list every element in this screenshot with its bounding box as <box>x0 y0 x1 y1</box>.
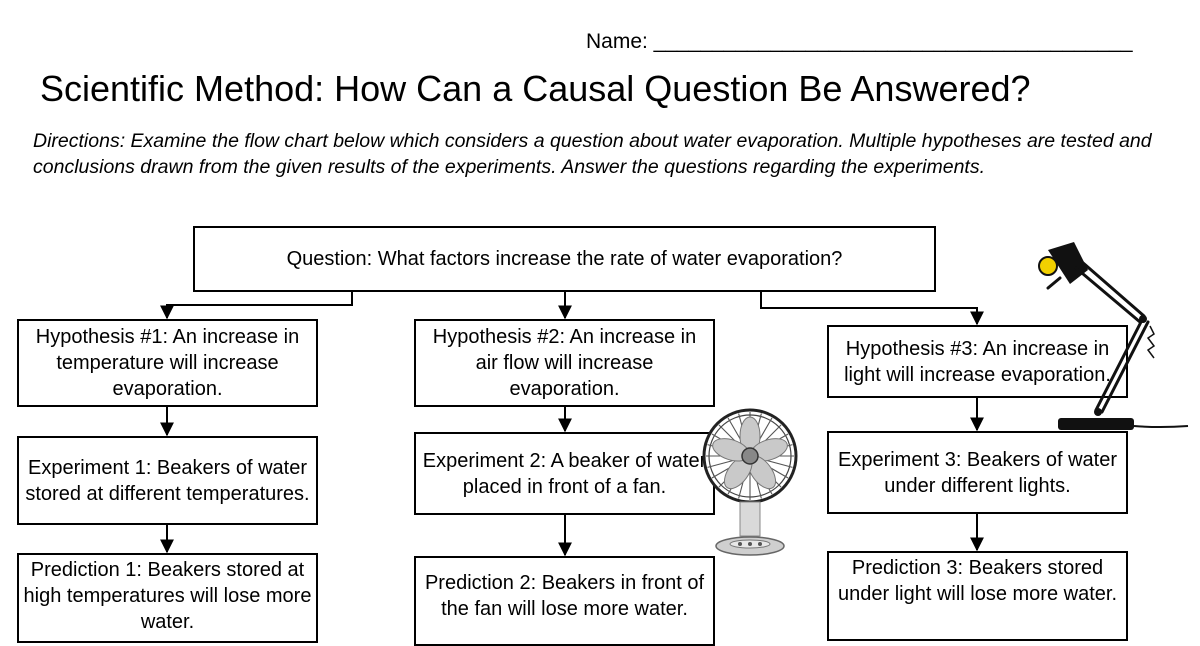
directions-text: Directions: Examine the flow chart below… <box>33 130 1152 178</box>
prediction-2-text: Prediction 2: Beakers in front of the fa… <box>424 572 705 620</box>
experiment-2-text: Experiment 2: A beaker of water placed i… <box>422 449 707 498</box>
experiment-1-box: Experiment 1: Beakers of water stored at… <box>17 436 318 525</box>
hypothesis-1-text: Hypothesis #1: An increase in temperatur… <box>35 326 300 400</box>
prediction-1-box: Prediction 1: Beakers stored at high tem… <box>17 553 318 643</box>
hypothesis-2-box: Hypothesis #2: An increase in air flow w… <box>414 319 715 407</box>
experiment-1-text: Experiment 1: Beakers of water stored at… <box>25 456 310 505</box>
page-title: Scientific Method: How Can a Causal Ques… <box>40 68 1031 109</box>
prediction-2-box: Prediction 2: Beakers in front of the fa… <box>414 556 715 646</box>
question-text: Question: What factors increase the rate… <box>286 248 843 270</box>
connector-question-h3 <box>760 291 984 326</box>
desk-lamp-icon <box>1038 242 1189 430</box>
prediction-3-text: Prediction 3: Beakers stored under light… <box>837 557 1117 605</box>
name-line: Name: __________________________________… <box>586 30 1133 53</box>
question-box: Question: What factors increase the rate… <box>193 226 936 292</box>
experiment-3-text: Experiment 3: Beakers of water under dif… <box>837 448 1117 497</box>
flowchart-connectors <box>160 291 984 557</box>
prediction-3-box: Prediction 3: Beakers stored under light… <box>827 551 1128 641</box>
fan-icon <box>702 408 798 556</box>
hypothesis-3-box: Hypothesis #3: An increase in light will… <box>827 325 1128 398</box>
experiment-2-box: Experiment 2: A beaker of water placed i… <box>414 432 715 515</box>
experiment-3-box: Experiment 3: Beakers of water under dif… <box>827 431 1128 514</box>
hypothesis-1-box: Hypothesis #1: An increase in temperatur… <box>17 319 318 407</box>
connector-question-h1 <box>160 291 353 320</box>
prediction-1-text: Prediction 1: Beakers stored at high tem… <box>23 559 312 633</box>
hypothesis-3-text: Hypothesis #3: An increase in light will… <box>844 337 1111 386</box>
hypothesis-2-text: Hypothesis #2: An increase in air flow w… <box>432 326 697 400</box>
